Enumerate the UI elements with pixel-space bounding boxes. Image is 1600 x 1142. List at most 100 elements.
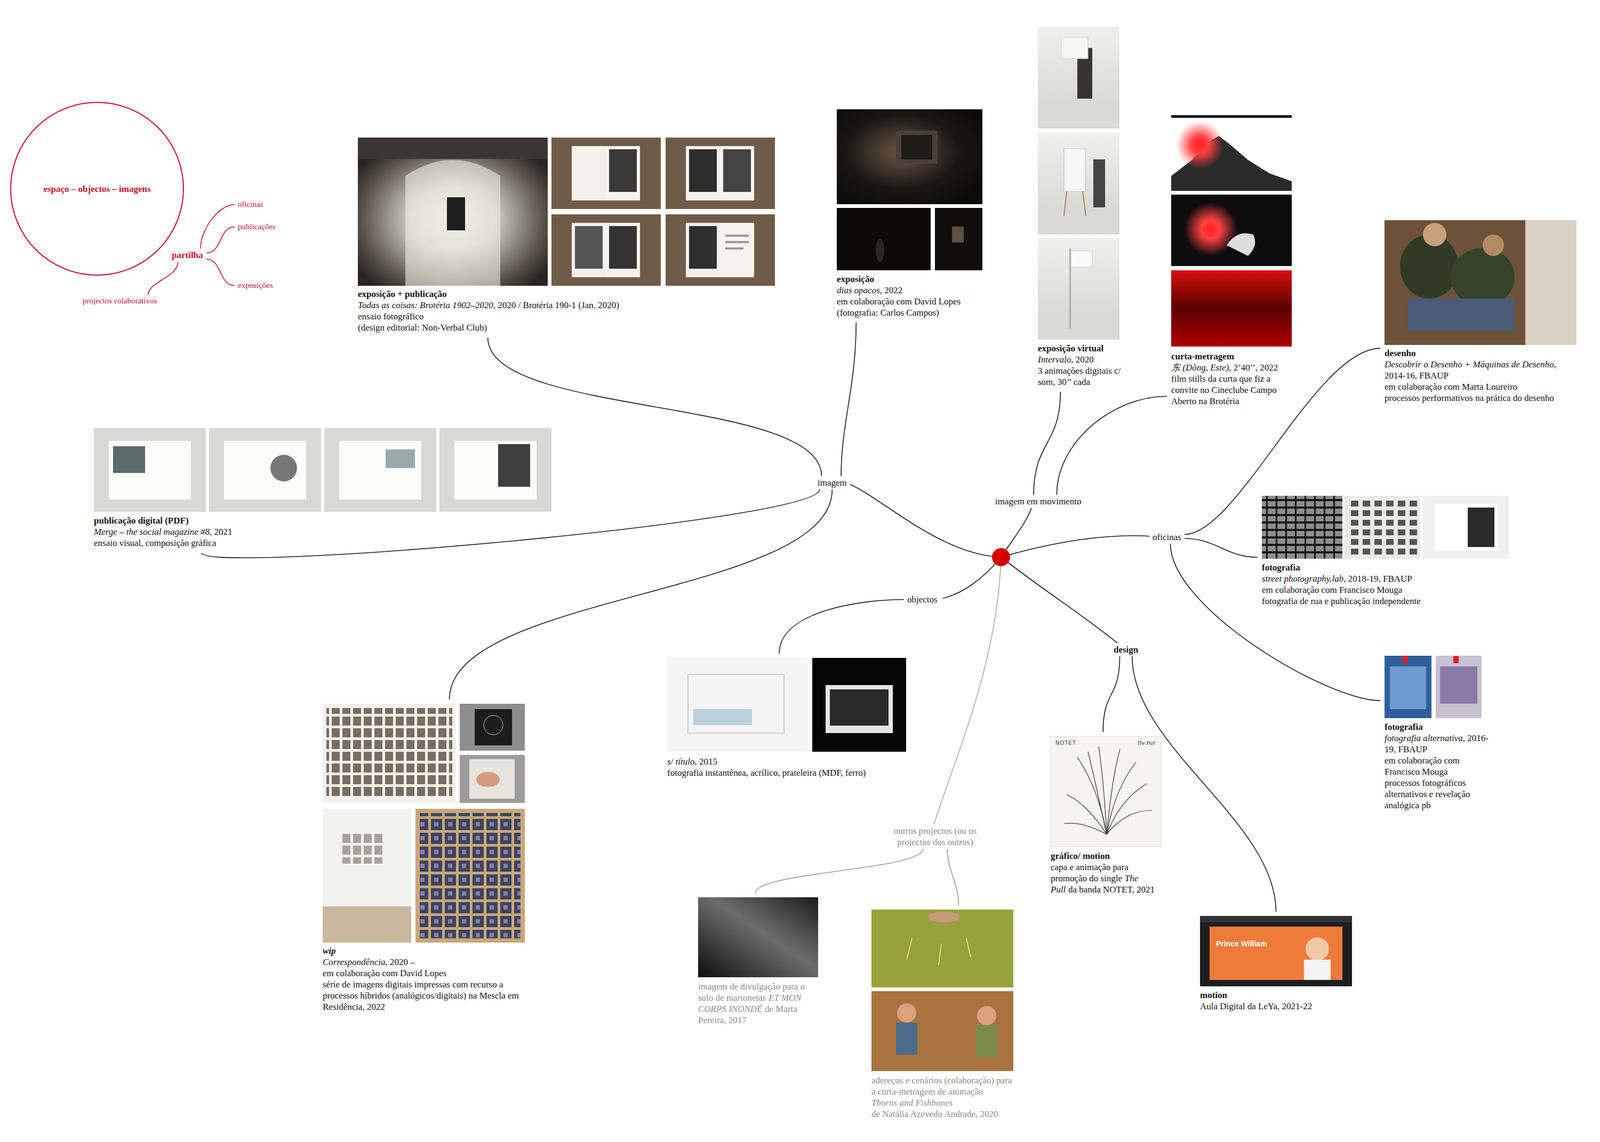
node-text: adereços e cenários (colaboração) para a… (871, 1075, 1012, 1098)
text-line: s/ título, 2015 (667, 756, 907, 768)
text-line: em colaboração com Marta Loureiro (1384, 381, 1577, 393)
illustration-shape (1171, 119, 1292, 191)
illustration-shape (224, 441, 307, 500)
caption: imagem de divulgação para o solo de mari… (698, 981, 821, 1027)
illustration-shape (1422, 496, 1509, 559)
illustration-shape (1402, 656, 1408, 664)
illustration-shape (1200, 916, 1352, 923)
project-node: fotografiastreet photography.lab, 2018-1… (1257, 491, 1514, 612)
screenshot (1200, 916, 1352, 987)
node-text: processos fotográficos alternativos e re… (1384, 778, 1470, 811)
node-text: , 2020 (1070, 354, 1094, 365)
text-line: exposições (237, 280, 274, 291)
caption: gráfico/ motioncapa e animação para prom… (1050, 850, 1166, 896)
node-text: wip (322, 946, 336, 957)
illustration-shape (1066, 794, 1107, 835)
caption: outros projectos (ou os projectos dos ou… (877, 825, 993, 848)
node-text: capa e animação para promoção do single (1050, 862, 1129, 884)
caption: oficinas (1152, 531, 1182, 543)
illustration-shape (1106, 784, 1147, 835)
photo-cyanotype (1384, 656, 1482, 719)
hub-label: design (1110, 643, 1142, 657)
connector (779, 600, 904, 655)
text-line: Thorns and Fishbones (871, 1097, 1016, 1109)
screen-text: Prince William (1216, 939, 1268, 949)
caption: exposições (237, 280, 274, 291)
text-line: fotografia (1384, 721, 1492, 733)
node-text: exposição (836, 274, 875, 285)
text-line: design (1113, 644, 1139, 656)
illustration-shape (698, 897, 819, 978)
hub-label: outros projectos (ou os projectos dos ou… (874, 824, 996, 850)
project-node: desenhoDescobrir o Desenho + Máquinas de… (1380, 216, 1581, 408)
caption: projectos colaborativos (82, 296, 158, 307)
caption: s/ título, 2015fotografia instantênea, a… (667, 756, 907, 779)
project-node: exposição virtualIntervalo, 20203 animaç… (1033, 22, 1141, 392)
illustration-shape (113, 446, 146, 474)
illustration-shape (1037, 237, 1120, 340)
image-area (1200, 916, 1352, 990)
illustration-shape (108, 441, 191, 500)
caption: imagem em movimento (995, 496, 1082, 508)
connector (1184, 538, 1258, 558)
illustration-shape (875, 238, 885, 263)
project-node: s/ título, 2015fotografia instantênea, a… (662, 653, 911, 783)
image-area (1037, 26, 1137, 343)
caption: publicações (237, 221, 276, 232)
illustration-shape (1176, 121, 1224, 170)
hub-label: oficinas (1149, 530, 1185, 544)
illustration-shape (1064, 746, 1152, 835)
illustration-shape (322, 906, 412, 943)
connector (1102, 656, 1120, 733)
illustration-shape (1408, 298, 1515, 331)
node-text: ensaio fotográfico (357, 311, 424, 322)
text-line: Descobrir o Desenho + Máquinas de Desenh… (1384, 358, 1577, 382)
illustration-shape (1346, 498, 1419, 557)
illustration-shape (1304, 960, 1331, 981)
node-text: , 2022 (880, 285, 903, 296)
illustration-shape (897, 1003, 917, 1023)
image-area (836, 109, 997, 274)
text-line: oficinas (237, 199, 263, 210)
caption: desenhoDescobrir o Desenho + Máquinas de… (1384, 347, 1577, 404)
connector (148, 261, 179, 295)
caption: fotografiastreet photography.lab, 2018-1… (1261, 562, 1509, 607)
node-text: curta-metragem (1171, 351, 1235, 362)
text-line: Aula Digital da LeYa, 2021-22 (1200, 1001, 1352, 1013)
image-area (93, 428, 552, 516)
illustration-shape (1422, 222, 1447, 247)
illustration-shape (483, 715, 503, 735)
text-line: desenho (1384, 347, 1577, 359)
illustration-shape (322, 704, 456, 804)
node-text: 东 (Dōng, Este) (1171, 362, 1229, 373)
node-text: fotografia de rua e publicação independe… (1261, 596, 1421, 607)
project-node: wipCorrespondência, 2020 –em colaboração… (318, 699, 530, 1018)
illustration-shape (952, 226, 964, 243)
node-text: Correspondência (322, 957, 386, 968)
node-text: exposição + publicação (357, 289, 447, 300)
node-text: de Natália Azevedo Andrade, 2020 (871, 1109, 998, 1120)
illustration-shape (836, 109, 983, 205)
magazine-spreads (93, 428, 552, 512)
illustration-shape (1440, 666, 1478, 704)
illustration-shape (357, 137, 548, 286)
illustration-shape (1037, 106, 1120, 129)
text-line: imagem em movimento (995, 496, 1082, 508)
node-text: série de imagens digitais impressas com … (322, 979, 519, 1013)
illustration-shape (209, 428, 322, 512)
illustration-shape (551, 214, 661, 286)
caption: wipCorrespondência, 2020 –em colaboração… (322, 945, 526, 1013)
text-line: 3 animações digitais c/ som, 30’’ cada (1037, 365, 1137, 388)
text-line: projectos colaborativos (82, 296, 158, 307)
node-text: gráfico/ motion (1050, 851, 1110, 862)
illustration-shape (836, 208, 931, 271)
illustration-shape (1384, 656, 1432, 719)
text-line: Merge – the social magazine #8, 2021 (93, 526, 552, 538)
illustration-shape (405, 160, 501, 286)
illustration-shape (928, 912, 960, 923)
illustration-shape (1064, 191, 1086, 216)
text-line: ensaio visual, composição gráfica (93, 537, 552, 549)
node-text: , 2020 / Brotéria 190-1 (Jan. 2020) (493, 300, 620, 311)
node-text: oficinas (1152, 532, 1182, 543)
connector (1056, 396, 1167, 495)
